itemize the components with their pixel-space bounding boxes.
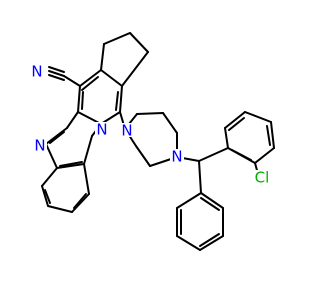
bond bbox=[47, 205, 73, 213]
bond bbox=[59, 161, 83, 167]
bond bbox=[100, 43, 105, 71]
bond bbox=[48, 70, 65, 77]
bond bbox=[162, 112, 178, 134]
atom-label-layer: N N N N N Cl bbox=[30, 63, 274, 187]
bond bbox=[73, 193, 87, 209]
atom-mask bbox=[170, 149, 184, 163]
piperazine-nitrogen-label-2: N bbox=[171, 148, 182, 166]
chlorine-label: Cl bbox=[255, 169, 270, 187]
bond bbox=[199, 235, 224, 251]
molecule-structure: N N N N N Cl bbox=[30, 32, 275, 251]
bond bbox=[136, 112, 164, 115]
bond bbox=[81, 76, 99, 91]
bond bbox=[228, 117, 245, 131]
imine-nitrogen-label: N bbox=[34, 137, 45, 155]
bond bbox=[83, 163, 90, 195]
bond bbox=[56, 163, 85, 169]
atom-mask bbox=[33, 138, 47, 152]
bond bbox=[66, 111, 79, 129]
bond bbox=[254, 147, 275, 164]
bond bbox=[244, 111, 272, 123]
bond bbox=[231, 149, 252, 161]
bond bbox=[135, 145, 151, 167]
bond bbox=[224, 127, 229, 149]
bond bbox=[45, 143, 58, 169]
bond bbox=[176, 192, 202, 209]
atom-mask bbox=[30, 63, 44, 77]
bond bbox=[224, 111, 246, 129]
bond bbox=[270, 121, 275, 149]
nitrile-nitrogen-label: N bbox=[31, 63, 42, 81]
bond bbox=[45, 127, 68, 145]
atom-mask bbox=[95, 122, 109, 136]
atom-mask bbox=[250, 170, 274, 184]
bond bbox=[41, 167, 58, 187]
bond bbox=[44, 189, 51, 204]
bond bbox=[48, 66, 65, 73]
bond bbox=[49, 131, 65, 144]
bond bbox=[83, 135, 93, 165]
bond bbox=[200, 192, 224, 209]
bond bbox=[266, 125, 271, 146]
bond bbox=[71, 193, 90, 213]
bond bbox=[121, 51, 149, 87]
bond bbox=[41, 185, 49, 207]
bond bbox=[198, 147, 229, 162]
bond bbox=[79, 69, 102, 87]
bond bbox=[129, 32, 149, 53]
bond-layer bbox=[41, 32, 275, 251]
bond bbox=[77, 85, 81, 113]
bond bbox=[103, 32, 131, 45]
bond bbox=[200, 197, 220, 211]
molecule-canvas: N N N N N Cl bbox=[30, 32, 275, 251]
bond bbox=[198, 160, 202, 194]
piperazine-nitrogen-label-1: N bbox=[121, 122, 132, 140]
bond bbox=[115, 91, 119, 111]
bond bbox=[199, 233, 220, 247]
bond bbox=[81, 91, 84, 110]
atom-mask bbox=[120, 123, 134, 137]
bond bbox=[48, 74, 65, 81]
bond bbox=[63, 75, 81, 87]
bond bbox=[176, 235, 201, 251]
bond bbox=[100, 69, 123, 87]
bond bbox=[119, 85, 123, 113]
bridgehead-nitrogen-label: N bbox=[96, 121, 107, 139]
